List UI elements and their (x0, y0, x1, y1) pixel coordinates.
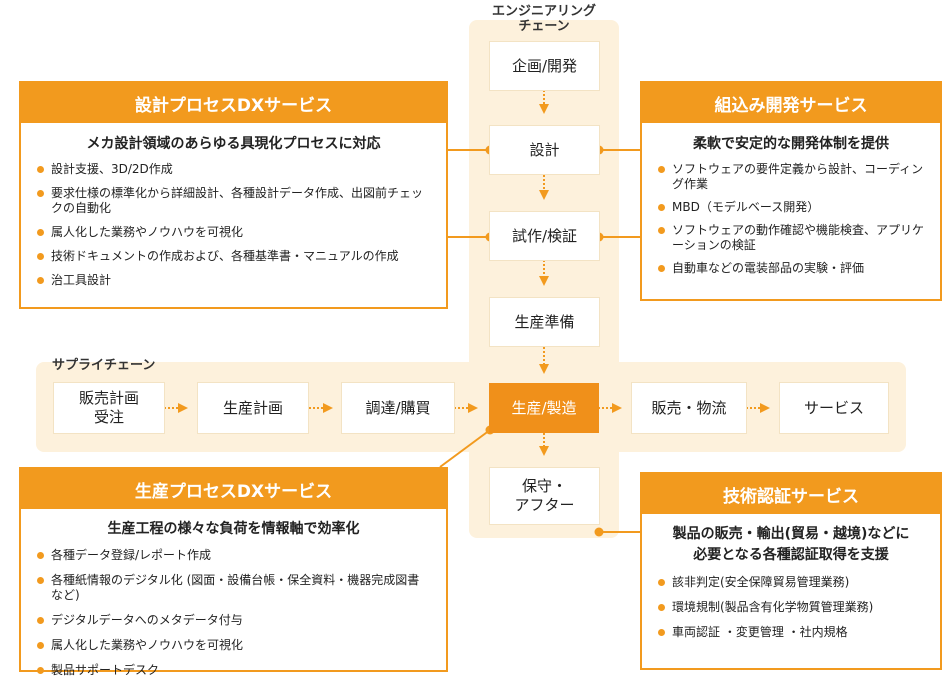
panel-subtitle: 生産工程の様々な負荷を情報軸で効率化 (107, 521, 360, 537)
engineering-chain-title: エンジニアリング チェーン (491, 4, 596, 34)
node-sales-logistics: 販売・物流 (632, 383, 746, 433)
list-item: 各種データ登録/レポート作成 (35, 548, 432, 563)
list-item: 治工具設計 (35, 273, 432, 288)
node-production-manufacturing: 生産/製造 (489, 383, 599, 433)
list-item: ソフトウェアの動作確認や機能検査、アプリケーションの検証 (656, 223, 926, 253)
panel-subtitle: 柔軟で安定的な開発体制を提供 (693, 136, 889, 152)
list-item: 属人化した業務やノウハウを可視化 (35, 225, 432, 240)
list-item: 属人化した業務やノウハウを可視化 (35, 638, 432, 653)
panel-title: 技術認証サービス (642, 474, 940, 514)
list-item: 車両認証 ・変更管理 ・社内規格 (656, 625, 926, 640)
service-list: 該非判定(安全保障貿易管理業務) 環境規制(製品含有化学物質管理業務) 車両認証… (656, 575, 926, 640)
list-item: 設計支援、3D/2D作成 (35, 162, 432, 177)
node-design: 設計 (490, 126, 599, 174)
list-item: 技術ドキュメントの作成および、各種基準書・マニュアルの作成 (35, 249, 432, 264)
tech-certification-panel: 技術認証サービス 製品の販売・輸出(貿易・越境)などに 必要となる各種認証取得を… (640, 472, 942, 670)
list-item: 各種紙情報のデジタル化 (図面・設備台帳・保全資料・機器完成図書 など) (35, 573, 432, 603)
service-list: 各種データ登録/レポート作成 各種紙情報のデジタル化 (図面・設備台帳・保全資料… (35, 548, 432, 678)
node-plan-develop: 企画/開発 (490, 42, 599, 90)
link-production-service (439, 429, 491, 468)
node-production-prep: 生産準備 (490, 298, 599, 346)
panel-title: 組込み開発サービス (642, 83, 940, 123)
link-dot (594, 527, 604, 537)
list-item: ソフトウェアの要件定義から設計、コーディング作業 (656, 162, 926, 192)
supply-chain-title: サプライチェーン (52, 358, 156, 373)
embedded-dev-panel: 組込み開発サービス 柔軟で安定的な開発体制を提供 ソフトウェアの要件定義から設計… (640, 81, 942, 301)
panel-subtitle: 製品の販売・輸出(貿易・越境)などに 必要となる各種認証取得を支援 (672, 526, 910, 563)
list-item: 製品サポートデスク (35, 663, 432, 678)
node-sales-plan-order: 販売計画 受注 (54, 383, 164, 433)
production-process-dx-panel: 生産プロセスDXサービス 生産工程の様々な負荷を情報軸で効率化 各種データ登録/… (19, 467, 448, 677)
service-list: 設計支援、3D/2D作成 要求仕様の標準化から詳細設計、各種設計データ作成、出図… (35, 162, 432, 288)
list-item: 要求仕様の標準化から詳細設計、各種設計データ作成、出図前チェックの自動化 (35, 186, 432, 216)
list-item: MBD（モデルベース開発） (656, 200, 926, 215)
node-service: サービス (780, 383, 888, 433)
service-list: ソフトウェアの要件定義から設計、コーディング作業 MBD（モデルベース開発） ソ… (656, 162, 926, 276)
list-item: 該非判定(安全保障貿易管理業務) (656, 575, 926, 590)
node-maintenance-after: 保守・ アフター (490, 468, 599, 524)
panel-title: 設計プロセスDXサービス (21, 83, 446, 123)
panel-subtitle: メカ設計領域のあらゆる具現化プロセスに対応 (86, 136, 381, 152)
node-production-plan: 生産計画 (198, 383, 308, 433)
node-procurement: 調達/購買 (342, 383, 454, 433)
panel-title: 生産プロセスDXサービス (21, 469, 446, 509)
node-prototype-verify: 試作/検証 (490, 212, 599, 260)
list-item: デジタルデータへのメタデータ付与 (35, 613, 432, 628)
design-process-dx-panel: 設計プロセスDXサービス メカ設計領域のあらゆる具現化プロセスに対応 設計支援、… (19, 81, 448, 309)
list-item: 自動車などの電装部品の実験・評価 (656, 261, 926, 276)
list-item: 環境規制(製品含有化学物質管理業務) (656, 600, 926, 615)
